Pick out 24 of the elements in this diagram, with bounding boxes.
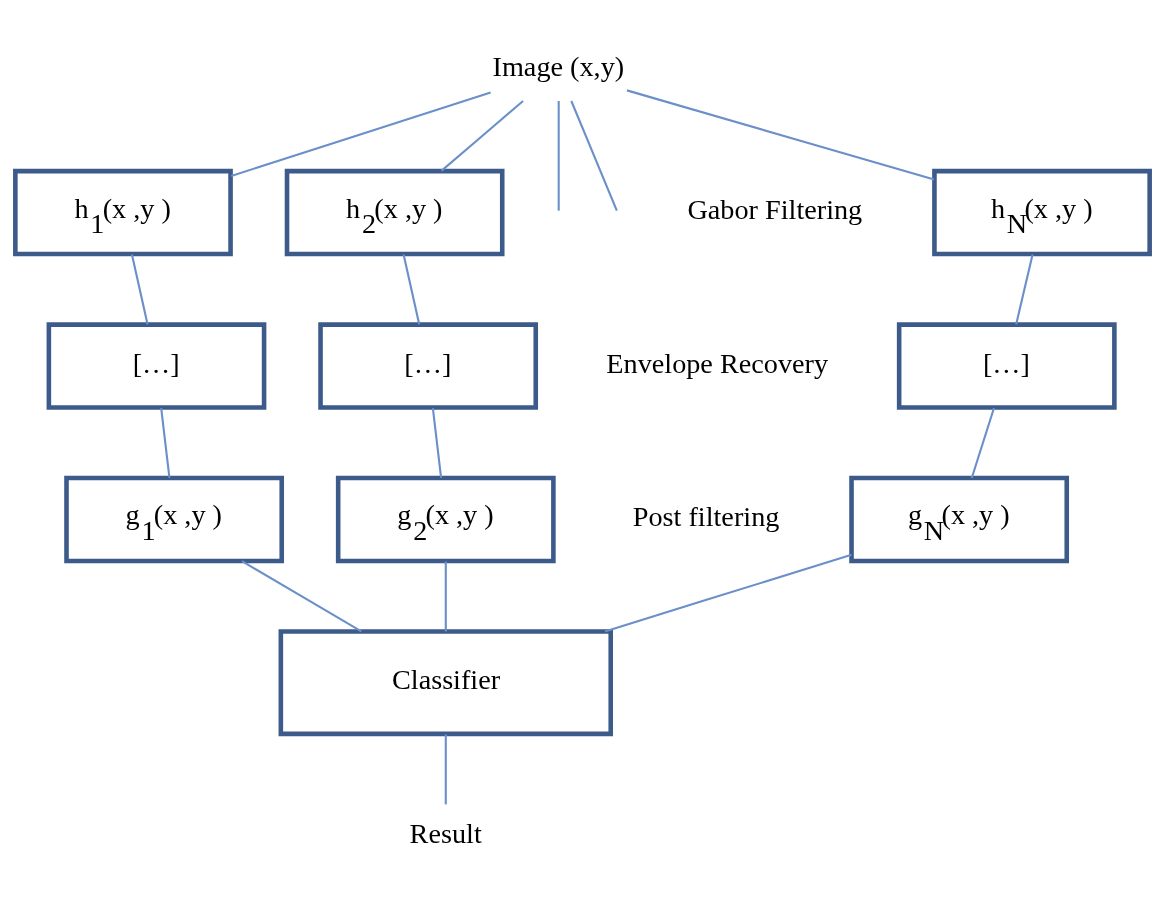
connector (444, 561, 447, 632)
connector (230, 91, 491, 177)
connector (160, 407, 171, 479)
connector (626, 89, 935, 181)
node-text: Image (x,y) (492, 50, 625, 82)
label: Gabor Filtering (687, 194, 863, 226)
connector (444, 734, 447, 805)
connector (557, 101, 560, 211)
connector (241, 560, 362, 633)
connector (431, 407, 443, 479)
node-text: Result (409, 817, 482, 849)
connector (1015, 254, 1034, 325)
label: Envelope Recovery (606, 347, 829, 379)
connector (570, 100, 618, 212)
connector (130, 254, 149, 325)
connector (402, 254, 421, 325)
node-box: […] (318, 322, 539, 410)
label: Post filtering (632, 501, 780, 533)
connector (440, 100, 524, 172)
connector (970, 407, 995, 479)
node-box: […] (896, 322, 1117, 410)
node-box: Classifier (278, 629, 614, 737)
connector (604, 553, 852, 633)
node-box: […] (46, 322, 267, 410)
